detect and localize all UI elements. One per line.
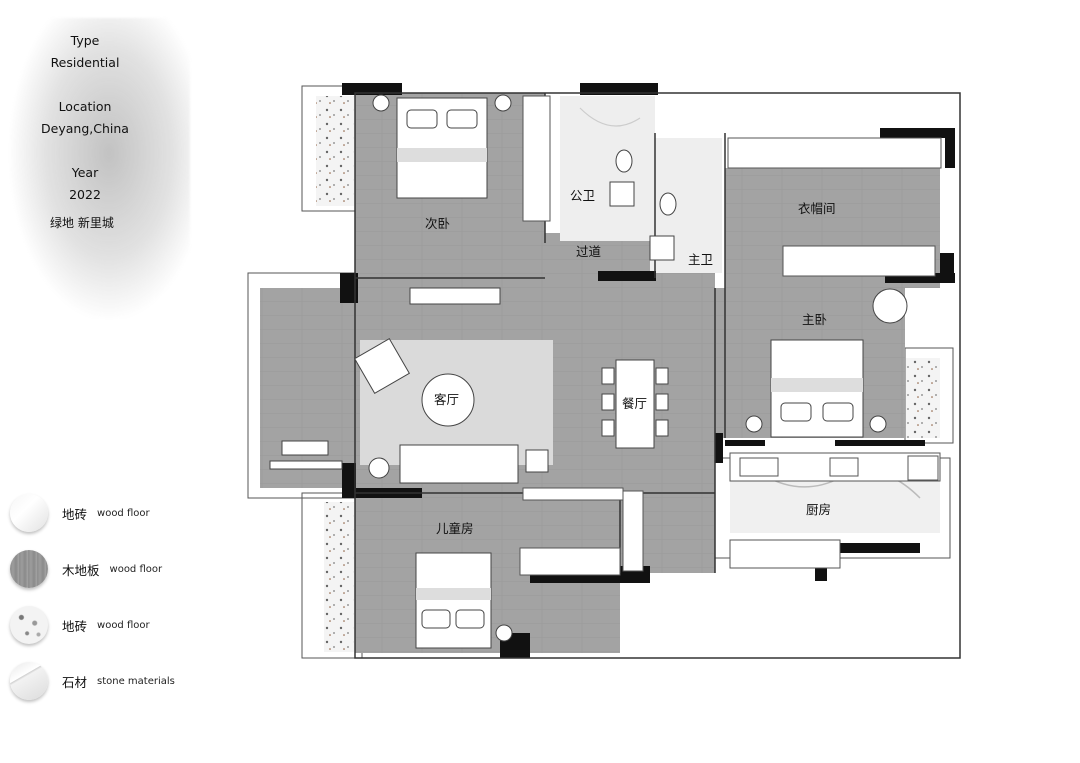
tile-swatch-icon [10,494,48,532]
room-label-corridor: 过道 [576,244,602,259]
room-label-second-bedroom: 次卧 [425,216,450,231]
stone-swatch-icon [10,662,48,700]
legend-item: 石材 stone materials [10,653,175,709]
room-label-dining-room: 餐厅 [622,396,647,411]
legend-cn: 地砖 [62,506,88,522]
bathroom-fixtures [609,149,677,261]
terrazzo-swatch-icon [10,606,48,644]
kitchen-counters [729,452,941,482]
legend-item: 地砖 wood floor [10,597,175,653]
tile-floors [560,96,940,533]
dining-set [601,359,669,449]
wardrobes [519,95,942,576]
room-label-master-bath: 主卫 [688,252,713,267]
living-room-furniture [269,287,549,484]
type-value: Residential [50,55,120,70]
material-legend: 地砖 wood floor 木地板 wood floor 地砖 wood flo… [10,485,175,709]
second-bedroom-bed [372,94,512,199]
legend-cn: 石材 [62,674,88,690]
legend-en: stone materials [97,675,175,687]
kids-room-bed [415,552,513,649]
speckle-background [10,18,190,318]
type-label: Type [70,33,100,48]
legend-en: wood floor [97,619,150,631]
room-label-kitchen: 厨房 [806,502,831,517]
project-name: 绿地 新里城 [50,216,114,230]
project-info: Type Residential Location Deyang,China Y… [20,30,150,234]
legend-en: wood floor [97,507,150,519]
floor-plan: 次卧 公卫 过道 主卫 衣帽间 主卧 客厅 餐厅 儿童房 厨房 [247,83,961,659]
room-label-public-bath: 公卫 [570,188,595,203]
legend-item: 地砖 wood floor [10,485,175,541]
wood-swatch-icon [10,550,48,588]
location-label: Location [58,99,112,114]
location-value: Deyang,China [41,121,129,136]
legend-item: 木地板 wood floor [10,541,175,597]
room-label-living-room: 客厅 [434,392,459,407]
legend-cn: 地砖 [62,618,88,634]
year-label: Year [71,165,99,180]
master-bedroom-bed [745,288,908,438]
room-label-kids-room: 儿童房 [436,521,474,536]
legend-en: wood floor [109,563,163,575]
room-label-master-bedroom: 主卧 [802,312,827,327]
terrazzo-floors [316,96,940,652]
year-value: 2022 [69,187,101,202]
legend-cn: 木地板 [62,562,100,578]
room-label-cloakroom: 衣帽间 [798,201,836,216]
